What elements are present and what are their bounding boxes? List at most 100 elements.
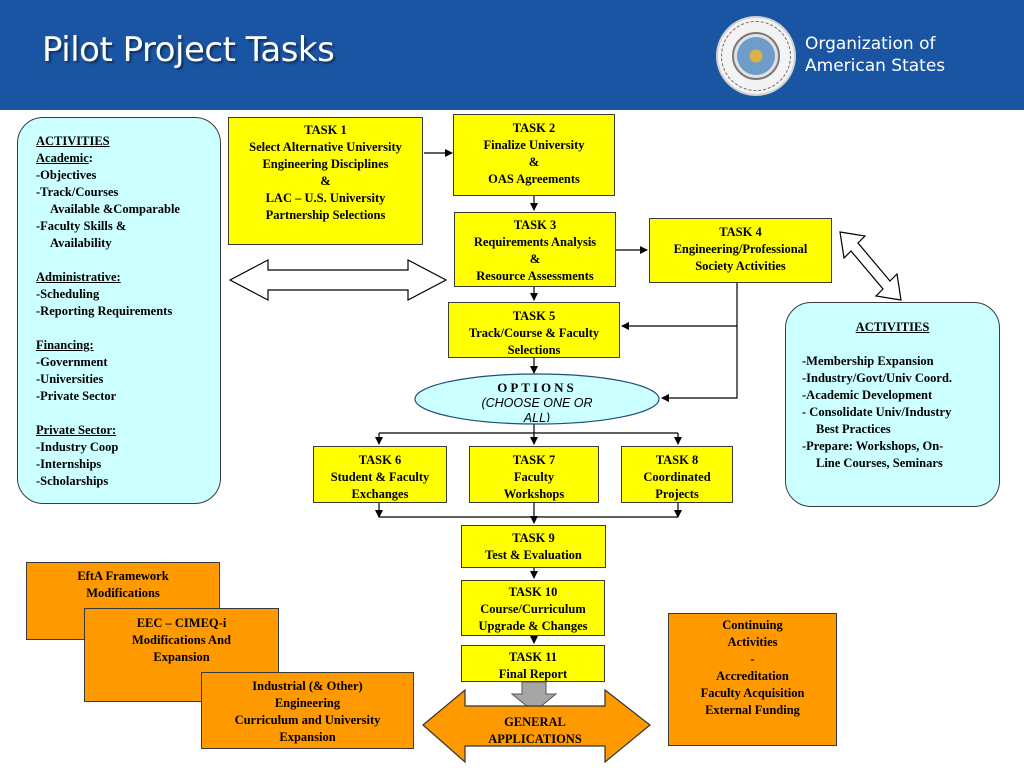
- task-8-line: Projects: [655, 487, 699, 501]
- task-5-box: TASK 5 Track/Course & Faculty Selections: [448, 302, 620, 358]
- list-item: -Scheduling: [36, 287, 100, 301]
- private-sector-heading: Private Sector:: [36, 423, 117, 437]
- task-8-box: TASK 8 Coordinated Projects: [621, 446, 733, 503]
- arrow-t4-options: [661, 326, 738, 402]
- task-1-line: &: [320, 174, 331, 188]
- task-2-line: Finalize University: [483, 138, 585, 152]
- options-title: OPTIONS: [497, 380, 577, 395]
- org-line-2: American States: [805, 56, 946, 76]
- list-item: -Internships: [36, 457, 102, 471]
- task-5-title: TASK 5: [512, 309, 556, 323]
- list-item: Best Practices: [816, 422, 891, 436]
- task-9-line: Test & Evaluation: [485, 548, 582, 562]
- task-11-box: TASK 11 Final Report: [461, 645, 605, 682]
- industrial-curriculum-box: Industrial (& Other) Engineering Curricu…: [201, 672, 414, 749]
- left-activities-panel: ACTIVITIES Academic: -Objectives -Track/…: [17, 117, 221, 504]
- task-1-line: Partnership Selections: [265, 208, 386, 222]
- task-8-line: Coordinated: [643, 470, 711, 484]
- task-1-line: Select Alternative University: [249, 140, 402, 154]
- list-item: -Private Sector: [36, 389, 117, 403]
- task-7-line: Workshops: [503, 487, 565, 501]
- task-5-line: Track/Course & Faculty: [468, 326, 600, 340]
- general-applications-shape: [422, 688, 651, 764]
- task-8-title: TASK 8: [655, 453, 699, 467]
- task-7-title: TASK 7: [512, 453, 556, 467]
- task-4-line: Society Activities: [695, 259, 786, 273]
- list-item: -Reporting Requirements: [36, 304, 173, 318]
- efta-line: EftA Framework: [77, 569, 169, 583]
- task-2-line: &: [528, 155, 540, 169]
- continuing-line: Activities: [727, 635, 778, 649]
- list-item: -Track/Courses: [36, 185, 119, 199]
- task-1-line: LAC – U.S. University: [265, 191, 386, 205]
- task-3-title: TASK 3: [513, 218, 557, 232]
- right-activities-panel: ACTIVITIES -Membership Expansion -Indust…: [785, 302, 1000, 507]
- list-item: -Government: [36, 355, 108, 369]
- industrial-line: Curriculum and University: [234, 713, 381, 727]
- task-6-box: TASK 6 Student & Faculty Exchanges: [313, 446, 447, 503]
- financing-heading: Financing:: [36, 338, 94, 352]
- general-applications-label: GENERAL APPLICATIONS: [465, 714, 605, 748]
- task-3-box: TASK 3 Requirements Analysis & Resource …: [454, 212, 616, 287]
- task-10-line: Course/Curriculum: [480, 602, 586, 616]
- industrial-line: Engineering: [274, 696, 341, 710]
- task-2-title: TASK 2: [512, 121, 556, 135]
- header-bar: Pilot Project Tasks Organization of Amer…: [0, 0, 1024, 110]
- list-item: -Objectives: [36, 168, 97, 182]
- general-line: APPLICATIONS: [488, 732, 582, 746]
- options-subtitle-2: ALL): [523, 411, 551, 422]
- continuing-line: Accreditation: [716, 669, 789, 683]
- task-9-title: TASK 9: [512, 531, 555, 545]
- task-11-title: TASK 11: [508, 650, 558, 664]
- task-3-line: Resource Assessments: [476, 269, 594, 283]
- academic-heading: Academic:: [36, 151, 93, 165]
- continuing-activities-box: Continuing Activities - Accreditation Fa…: [668, 613, 837, 746]
- task-10-title: TASK 10: [508, 585, 558, 599]
- list-item: Availability: [50, 236, 112, 250]
- task-7-box: TASK 7 Faculty Workshops: [469, 446, 599, 503]
- seal-emblem: [732, 32, 780, 80]
- continuing-line: Faculty Acquisition: [700, 686, 805, 700]
- eec-line: EEC – CIMEQ-i: [136, 616, 227, 630]
- list-item: -Scholarships: [36, 474, 109, 488]
- task-2-line: OAS Agreements: [488, 172, 580, 186]
- list-item: -Universities: [36, 372, 104, 386]
- efta-line: Modifications: [86, 586, 160, 600]
- task-1-title: TASK 1: [304, 123, 347, 137]
- left-panel-heading: ACTIVITIES: [36, 134, 110, 148]
- task-1-line: Engineering Disciplines: [262, 157, 389, 171]
- industrial-line: Industrial (& Other): [252, 679, 363, 693]
- list-item: -Membership Expansion: [802, 354, 934, 368]
- list-item: Line Courses, Seminars: [816, 456, 943, 470]
- continuing-line: External Funding: [705, 703, 800, 717]
- arrow-t4-t5: [621, 283, 738, 330]
- options-subtitle: (CHOOSE ONE OR: [481, 396, 593, 410]
- right-panel-heading: ACTIVITIES: [855, 320, 930, 334]
- task-4-line: Engineering/Professional: [673, 242, 808, 256]
- task-2-box: TASK 2 Finalize University & OAS Agreeme…: [453, 114, 615, 196]
- list-item: -Faculty Skills &: [36, 219, 127, 233]
- list-item: -Academic Development: [802, 388, 933, 402]
- task-1-box: TASK 1 Select Alternative University Eng…: [228, 117, 423, 245]
- task-4-title: TASK 4: [719, 225, 762, 239]
- continuing-line: -: [750, 652, 755, 666]
- org-name: Organization of American States: [805, 33, 945, 77]
- oas-seal-icon: [716, 16, 796, 96]
- seal-ring: [721, 21, 791, 91]
- list-item: -Prepare: Workshops, On-: [802, 439, 944, 453]
- task-9-box: TASK 9 Test & Evaluation: [461, 525, 606, 568]
- task-4-box: TASK 4 Engineering/Professional Society …: [649, 218, 832, 283]
- task-11-line: Final Report: [498, 667, 568, 681]
- task-10-box: TASK 10 Course/Curriculum Upgrade & Chan…: [461, 580, 605, 636]
- org-line-1: Organization of: [805, 34, 936, 54]
- task-5-line: Selections: [507, 343, 561, 357]
- task-3-line: Requirements Analysis: [473, 235, 597, 249]
- double-arrow-right: [839, 231, 902, 301]
- list-item: - Consolidate Univ/Industry: [802, 405, 952, 419]
- options-label: OPTIONS (CHOOSE ONE OR ALL): [440, 380, 634, 422]
- administrative-heading: Administrative:: [36, 270, 121, 284]
- eec-line: Modifications And: [132, 633, 231, 647]
- task-3-line: &: [529, 252, 541, 266]
- task-6-line: Exchanges: [351, 487, 409, 501]
